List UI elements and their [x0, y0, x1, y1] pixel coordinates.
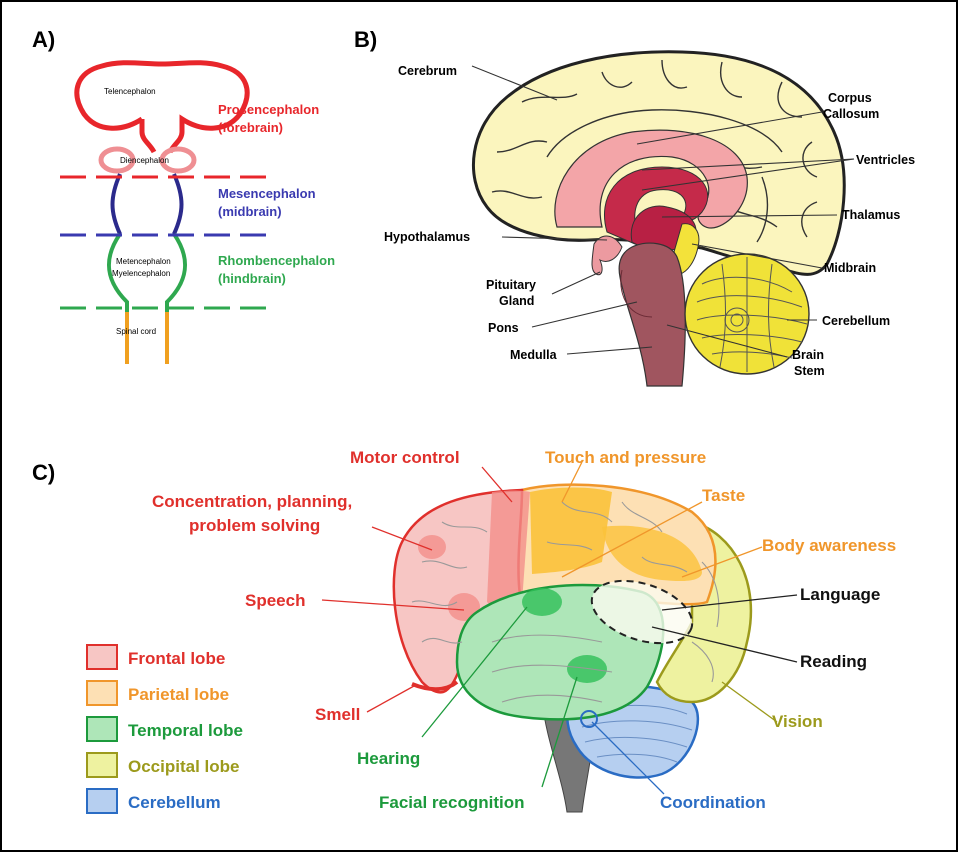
legend-swatch-temporal [87, 717, 117, 741]
cerebrum-label: Cerebrum [398, 64, 457, 78]
legend-label-cerebellum: Cerebellum [128, 793, 221, 812]
panel-c-label: C) [32, 460, 55, 485]
concentration-region [418, 535, 446, 559]
medulla-label: Medulla [510, 348, 558, 362]
panel-b: B) [354, 27, 915, 386]
legend-label-occipital: Occipital lobe [128, 757, 239, 776]
hearing-region [522, 588, 562, 616]
prosencephalon-label: Prosencephalon [218, 102, 319, 117]
brainstem-shape [619, 243, 685, 386]
legend-swatch-occipital [87, 753, 117, 777]
midbrain-label-b: Midbrain [824, 261, 876, 275]
spinal-cord-shape [127, 312, 167, 364]
cerebellum-label-b: Cerebellum [822, 314, 890, 328]
legend-label-frontal: Frontal lobe [128, 649, 225, 668]
pons-label: Pons [488, 321, 519, 335]
hypothalamus-label: Hypothalamus [384, 230, 470, 244]
mesencephalon-left-shape [113, 174, 121, 234]
telencephalon-label: Telencephalon [104, 87, 156, 96]
legend-swatch-cerebellum [87, 789, 117, 813]
mesencephalon-right-shape [174, 174, 182, 234]
thalamus-label: Thalamus [842, 208, 900, 222]
legend-label-parietal: Parietal lobe [128, 685, 229, 704]
legend-swatch-frontal [87, 645, 117, 669]
forebrain-label: (forebrain) [218, 120, 283, 135]
rhombencephalon-label: Rhombencephalon [218, 253, 335, 268]
spinal-cord-label: Spinal cord [116, 327, 156, 336]
corpus-label-line2: Callosum [823, 107, 879, 121]
taste-label: Taste [702, 486, 745, 505]
touch-region [530, 488, 612, 575]
corpus-label-line1: Corpus [828, 91, 872, 105]
legend: Frontal lobe Parietal lobe Temporal lobe… [87, 645, 243, 813]
panel-b-label: B) [354, 27, 377, 52]
midbrain-label: (midbrain) [218, 204, 282, 219]
panel-a: A) Telencephalon Diencephalon Metencepha… [32, 27, 335, 364]
metencephalon-label: Metencephalon [116, 257, 171, 266]
speech-label: Speech [245, 591, 305, 610]
coordination-label: Coordination [660, 793, 766, 812]
stem-label: Stem [794, 364, 825, 378]
language-label: Language [800, 585, 880, 604]
hearing-label: Hearing [357, 749, 420, 768]
concentration-label-line2: problem solving [189, 516, 320, 535]
facial-recognition-label: Facial recognition [379, 793, 524, 812]
facial-recognition-region [567, 655, 607, 683]
smell-label: Smell [315, 705, 360, 724]
ventricles-label: Ventricles [856, 153, 915, 167]
legend-swatch-parietal [87, 681, 117, 705]
motor-control-label: Motor control [350, 448, 460, 467]
pituitary-label-line2: Gland [499, 294, 534, 308]
panel-c: C) [32, 448, 896, 813]
myelencephalon-label: Myelencephalon [112, 269, 170, 278]
legend-label-temporal: Temporal lobe [128, 721, 243, 740]
brain-label: Brain [792, 348, 824, 362]
panel-a-label: A) [32, 27, 55, 52]
diencephalon-label: Diencephalon [120, 156, 169, 165]
touch-pressure-label: Touch and pressure [545, 448, 706, 467]
pituitary-label-line1: Pituitary [486, 278, 536, 292]
vision-label: Vision [772, 712, 823, 731]
hindbrain-label: (hindbrain) [218, 271, 286, 286]
body-awareness-label: Body awareness [762, 536, 896, 555]
reading-label: Reading [800, 652, 867, 671]
pituitary-shape [592, 236, 622, 275]
mesencephalon-label: Mesencephalon [218, 186, 316, 201]
concentration-label-line1: Concentration, planning, [152, 492, 352, 511]
